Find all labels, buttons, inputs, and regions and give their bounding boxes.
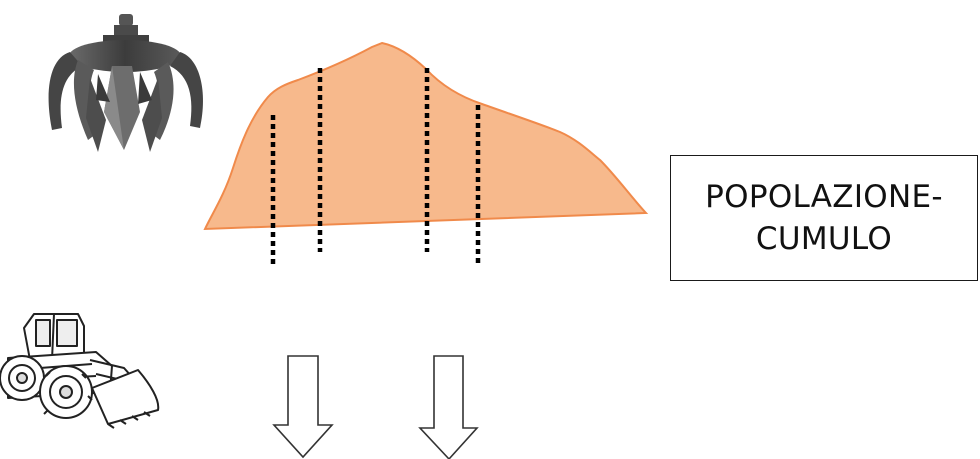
label-line-1: POPOLAZIONE- (705, 179, 943, 215)
label-line-2: CUMULO (755, 221, 893, 257)
orange-peel-grab-icon (48, 14, 204, 152)
down-arrow-2 (418, 355, 479, 459)
down-arrows (272, 355, 479, 459)
wheel-loader-icon (0, 313, 160, 429)
population-label-box: POPOLAZIONE- CUMULO (670, 155, 978, 281)
down-arrow-1 (272, 355, 334, 459)
sampling-lines (270, 68, 481, 266)
